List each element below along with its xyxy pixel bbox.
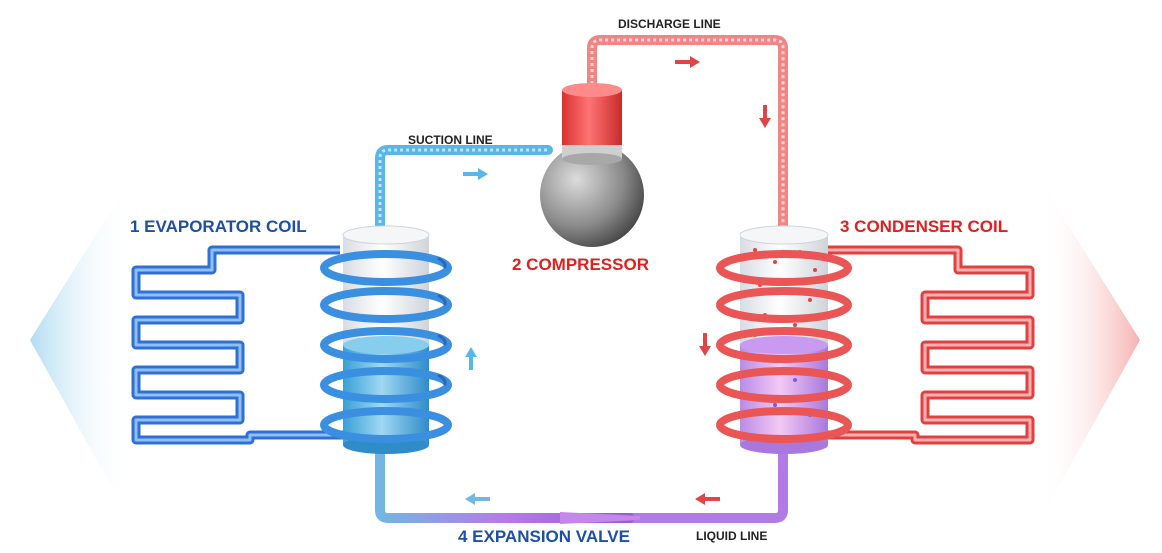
condenser-cylinder bbox=[739, 225, 829, 454]
flow-arrow-icon-suction bbox=[463, 168, 488, 180]
liquid-line-pipe bbox=[625, 450, 788, 523]
flow-arrow-icon-liquid bbox=[695, 493, 720, 505]
flow-arrow-icon-up-evaporator bbox=[465, 347, 477, 370]
suction-line-label: SUCTION LINE bbox=[408, 133, 493, 147]
flow-arrow-icon-condenser bbox=[699, 333, 711, 356]
expansion-valve-label: 4 EXPANSION VALVE bbox=[458, 527, 630, 546]
condenser-helix bbox=[716, 250, 852, 443]
evaporator-return-pipe bbox=[375, 450, 635, 523]
flow-arrow-icon-discharge bbox=[675, 56, 700, 68]
suction-line-pipe bbox=[375, 145, 553, 240]
cold-air-arrow-icon bbox=[30, 180, 130, 520]
compressor-label: 2 COMPRESSOR bbox=[512, 255, 649, 274]
liquid-line-label: LIQUID LINE bbox=[696, 529, 767, 543]
flow-arrow-icon-down-right bbox=[759, 105, 771, 128]
compressor bbox=[540, 83, 644, 247]
condenser-label: 3 CONDENSER COIL bbox=[840, 217, 1008, 236]
evaporator-label: 1 EVAPORATOR COIL bbox=[130, 217, 307, 236]
evaporator-helix bbox=[320, 250, 452, 443]
discharge-line-label: DISCHARGE LINE bbox=[618, 17, 721, 31]
flow-arrow-icon-return bbox=[465, 493, 490, 505]
expansion-valve bbox=[560, 512, 640, 524]
evaporator-cylinder bbox=[342, 225, 430, 454]
hot-air-arrow-icon bbox=[1040, 180, 1140, 520]
